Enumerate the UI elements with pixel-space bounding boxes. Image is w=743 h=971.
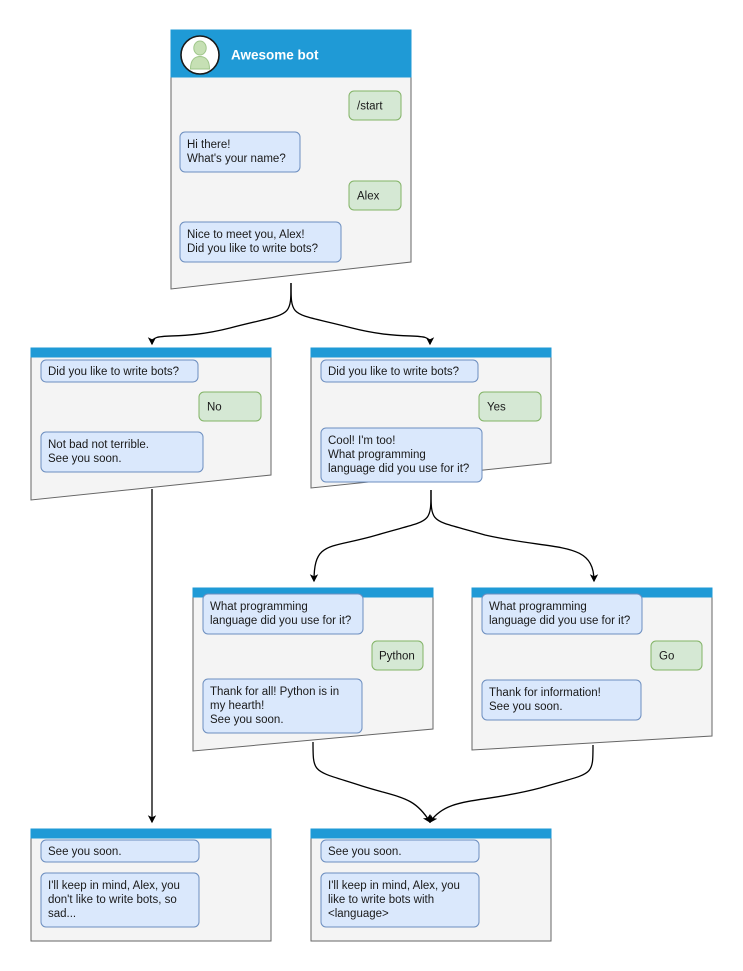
message-bot-see-you-soon[interactable]: See you soon.	[320, 839, 480, 863]
svg-text:I'll keep in mind, Alex, you: I'll keep in mind, Alex, you	[328, 880, 460, 892]
svg-text:language did you use for it?: language did you use for it?	[210, 615, 351, 627]
svg-text:What programming: What programming	[210, 601, 308, 613]
svg-text:Did you like to write bots?: Did you like to write bots?	[48, 366, 179, 378]
svg-text:What programming: What programming	[489, 601, 587, 613]
svg-text:Cool! I'm too!: Cool! I'm too!	[328, 435, 395, 447]
node-go-branch[interactable]: What programming language did you use fo…	[471, 587, 713, 751]
svg-text:language did you use for it?: language did you use for it?	[328, 463, 469, 475]
node-end-sad-header-bar	[30, 828, 272, 839]
edge-root-to-no	[147, 282, 292, 346]
message-user-go[interactable]: Go	[650, 640, 703, 671]
svg-text:sad...: sad...	[48, 908, 76, 920]
message-user-no[interactable]: No	[198, 391, 262, 422]
message-bot-question[interactable]: Did you like to write bots?	[40, 359, 199, 383]
node-root-title: Awesome bot	[231, 48, 319, 63]
message-bot-keep-in-mind[interactable]: I'll keep in mind, Alex, you don't like …	[40, 872, 200, 928]
message-bot-language-question[interactable]: What programming language did you use fo…	[202, 593, 364, 635]
svg-text:don't like to write bots, so: don't like to write bots, so	[48, 894, 177, 906]
svg-text:Hi there!: Hi there!	[187, 139, 230, 151]
svg-text:Thank for all! Python is in: Thank for all! Python is in	[210, 686, 339, 698]
edges-layer	[147, 282, 599, 824]
svg-text:Alex: Alex	[357, 191, 380, 203]
edge-yes-to-python	[309, 489, 432, 583]
message-bot-greeting[interactable]: Hi there! What's your name?	[179, 131, 301, 173]
svg-text:Go: Go	[659, 651, 674, 663]
message-bot-language-question[interactable]: Cool! I'm too! What programming language…	[320, 427, 483, 483]
svg-text:Not bad not terrible.: Not bad not terrible.	[48, 439, 149, 451]
node-yes-branch-header-bar	[310, 347, 552, 358]
message-user-yes[interactable]: Yes	[478, 391, 542, 422]
svg-text:See you soon.: See you soon.	[48, 453, 122, 465]
message-user-start[interactable]: /start	[348, 90, 402, 121]
node-no-branch[interactable]: Did you like to write bots? No Not bad n…	[30, 347, 272, 501]
svg-text:What programming: What programming	[328, 449, 426, 461]
edge-go-to-end-happy	[429, 744, 594, 824]
message-bot-thanks[interactable]: Thank for information! See you soon.	[481, 679, 642, 721]
message-user-name[interactable]: Alex	[348, 180, 402, 211]
message-bot-keep-in-mind[interactable]: I'll keep in mind, Alex, you like to wri…	[320, 872, 480, 928]
svg-text:See you soon.: See you soon.	[48, 846, 122, 858]
svg-text:Thank for information!: Thank for information!	[489, 687, 601, 699]
node-python-branch[interactable]: What programming language did you use fo…	[192, 587, 434, 752]
edge-root-to-yes	[290, 282, 435, 346]
node-end-sad[interactable]: See you soon. I'll keep in mind, Alex, y…	[30, 828, 272, 942]
node-end-happy[interactable]: See you soon. I'll keep in mind, Alex, y…	[310, 828, 552, 942]
svg-text:Python: Python	[379, 651, 415, 663]
svg-text:See you soon.: See you soon.	[210, 714, 284, 726]
svg-text:like to write bots with: like to write bots with	[328, 894, 434, 906]
svg-text:No: No	[207, 402, 222, 414]
node-root[interactable]: Awesome bot /start Hi there! What's your…	[170, 29, 412, 290]
svg-text:Yes: Yes	[487, 402, 506, 414]
message-bot-see-you-soon[interactable]: See you soon.	[40, 839, 200, 863]
message-bot-nice-to-meet[interactable]: Nice to meet you, Alex! Did you like to …	[179, 221, 342, 263]
node-no-branch-header-bar	[30, 347, 272, 358]
message-bot-language-question[interactable]: What programming language did you use fo…	[481, 593, 643, 635]
edge-python-to-end-happy	[312, 741, 431, 824]
svg-text:<language>: <language>	[328, 908, 389, 920]
message-user-python[interactable]: Python	[371, 640, 424, 671]
svg-text:See you soon.: See you soon.	[328, 846, 402, 858]
edge-yes-to-go	[430, 489, 599, 583]
svg-text:language did you use for it?: language did you use for it?	[489, 615, 630, 627]
message-bot-farewell[interactable]: Not bad not terrible. See you soon.	[40, 431, 204, 473]
svg-text:my hearth!: my hearth!	[210, 700, 264, 712]
user-avatar-icon	[180, 35, 220, 75]
svg-text:I'll keep in mind, Alex, you: I'll keep in mind, Alex, you	[48, 880, 180, 892]
svg-text:Did you like to write bots?: Did you like to write bots?	[328, 366, 459, 378]
node-yes-branch[interactable]: Did you like to write bots? Yes Cool! I'…	[310, 347, 552, 489]
node-end-happy-header-bar	[310, 828, 552, 839]
svg-text:/start: /start	[357, 101, 383, 113]
message-bot-question[interactable]: Did you like to write bots?	[320, 359, 479, 383]
svg-text:What's your name?: What's your name?	[187, 153, 286, 165]
message-bot-thanks[interactable]: Thank for all! Python is in my hearth! S…	[202, 678, 363, 734]
svg-text:Did you like to write bots?: Did you like to write bots?	[187, 243, 318, 255]
svg-text:Nice to meet you, Alex!: Nice to meet you, Alex!	[187, 229, 305, 241]
svg-text:See you soon.: See you soon.	[489, 701, 563, 713]
